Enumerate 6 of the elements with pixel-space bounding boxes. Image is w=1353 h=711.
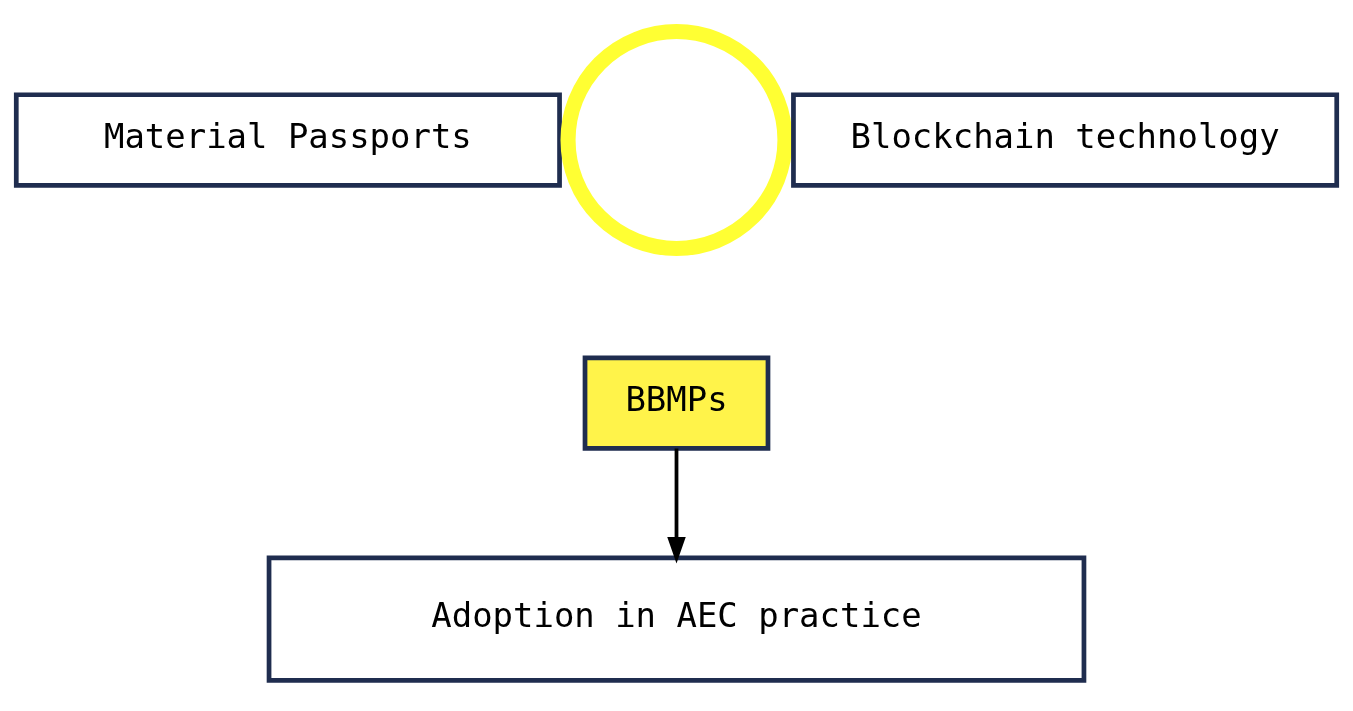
node-box: Adoption in AEC practice [266,555,1087,683]
node-box: BBMPs [582,355,771,451]
node-box: Blockchain technology [791,91,1340,188]
node-circle [560,23,793,256]
node-box: Material Passports [13,91,562,188]
arrow [667,448,686,563]
